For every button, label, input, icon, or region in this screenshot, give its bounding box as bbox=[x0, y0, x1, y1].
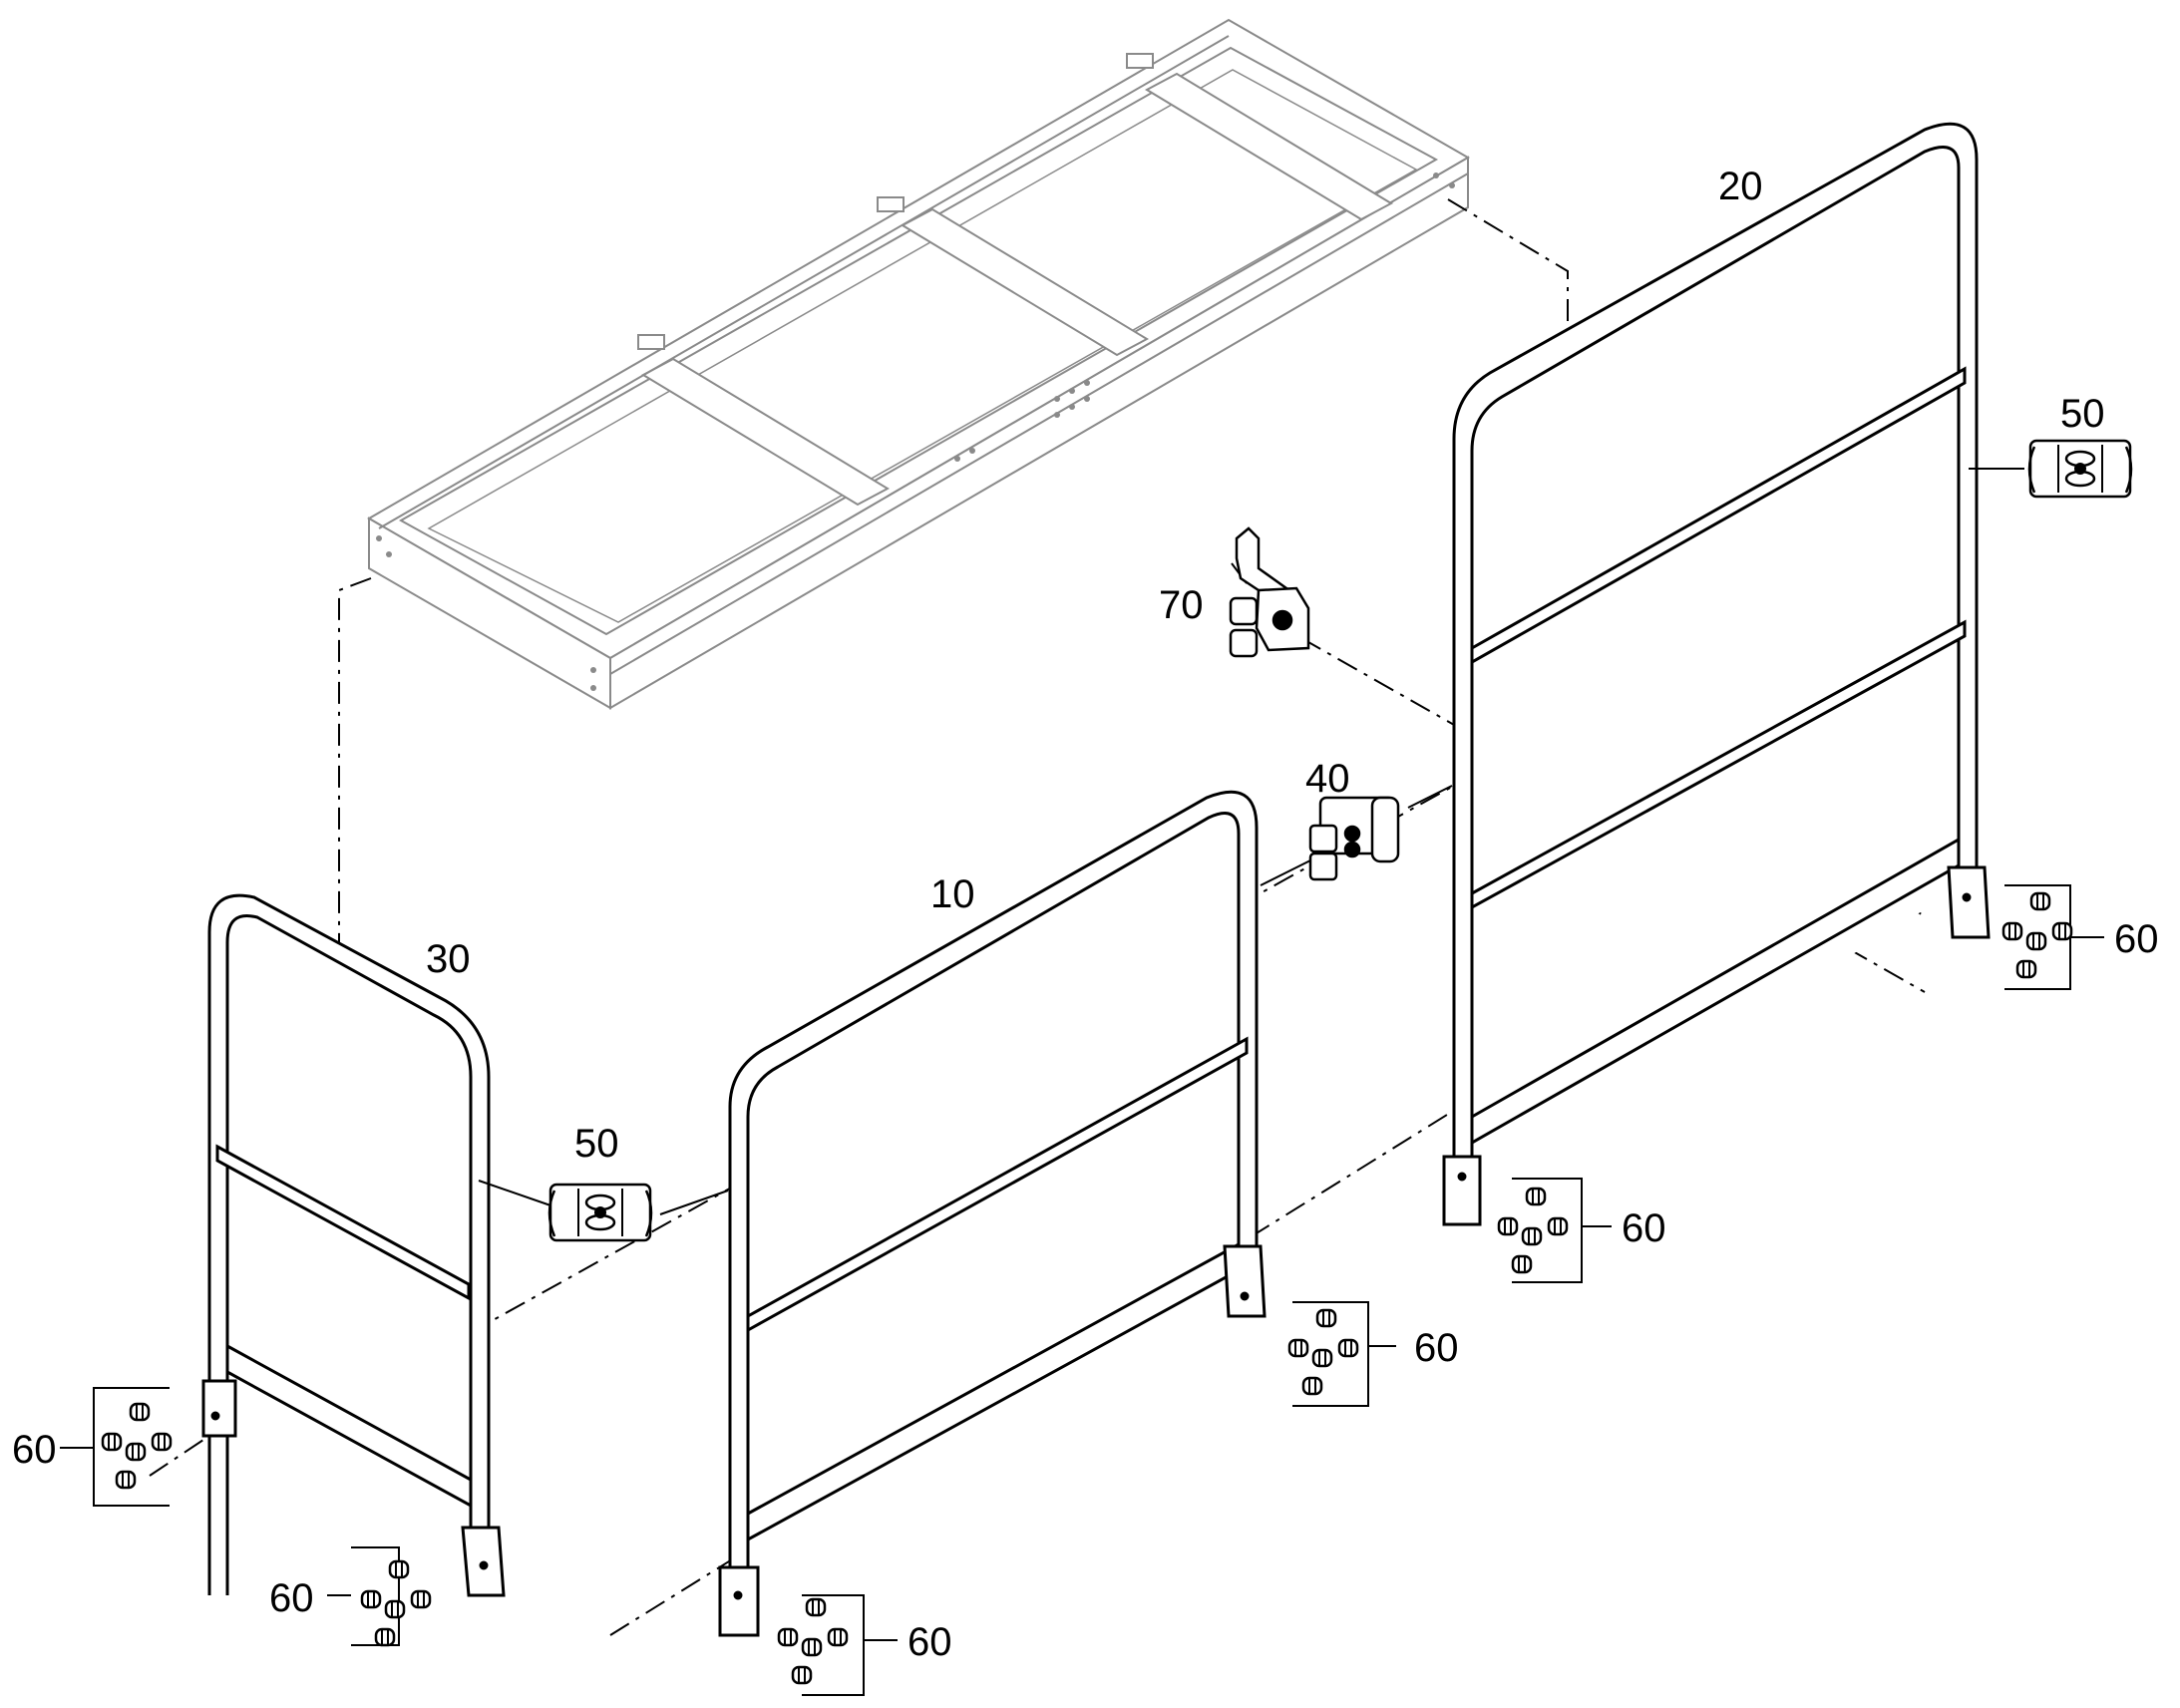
leader-lines bbox=[60, 468, 2104, 1696]
callout-50-center: 50 bbox=[574, 1122, 619, 1166]
callout-60-center: 60 bbox=[1414, 1326, 1459, 1370]
platform-frame bbox=[367, 18, 1470, 710]
callout-60-right: 60 bbox=[2114, 917, 2159, 961]
callout-70: 70 bbox=[1159, 583, 1204, 627]
callout-60-left: 60 bbox=[12, 1428, 57, 1472]
nut-set-60-left bbox=[103, 1404, 171, 1488]
callout-40: 40 bbox=[1305, 757, 1350, 801]
callout-20: 20 bbox=[1718, 165, 1763, 208]
railing-20 bbox=[1442, 122, 1991, 1226]
coupler-40 bbox=[1308, 796, 1400, 881]
callout-60-right-lower: 60 bbox=[1622, 1206, 1666, 1250]
clamp-50-right bbox=[2027, 439, 2133, 499]
nut-set-60-right-lower bbox=[1499, 1189, 1567, 1272]
callout-10: 10 bbox=[930, 872, 975, 916]
callout-30: 30 bbox=[426, 937, 471, 981]
callout-60-bottom-left: 60 bbox=[269, 1576, 314, 1620]
nut-set-60-center bbox=[1289, 1310, 1357, 1394]
clamp-50-center bbox=[547, 1183, 653, 1242]
railing-30 bbox=[201, 893, 506, 1597]
callout-60-bottom-center: 60 bbox=[908, 1620, 952, 1664]
callout-50-right: 50 bbox=[2060, 392, 2105, 436]
nut-set-60-right bbox=[2003, 893, 2071, 977]
bracket-70 bbox=[1229, 526, 1310, 658]
nut-set-60-bottom-center bbox=[779, 1599, 847, 1683]
railing-10 bbox=[718, 790, 1267, 1637]
